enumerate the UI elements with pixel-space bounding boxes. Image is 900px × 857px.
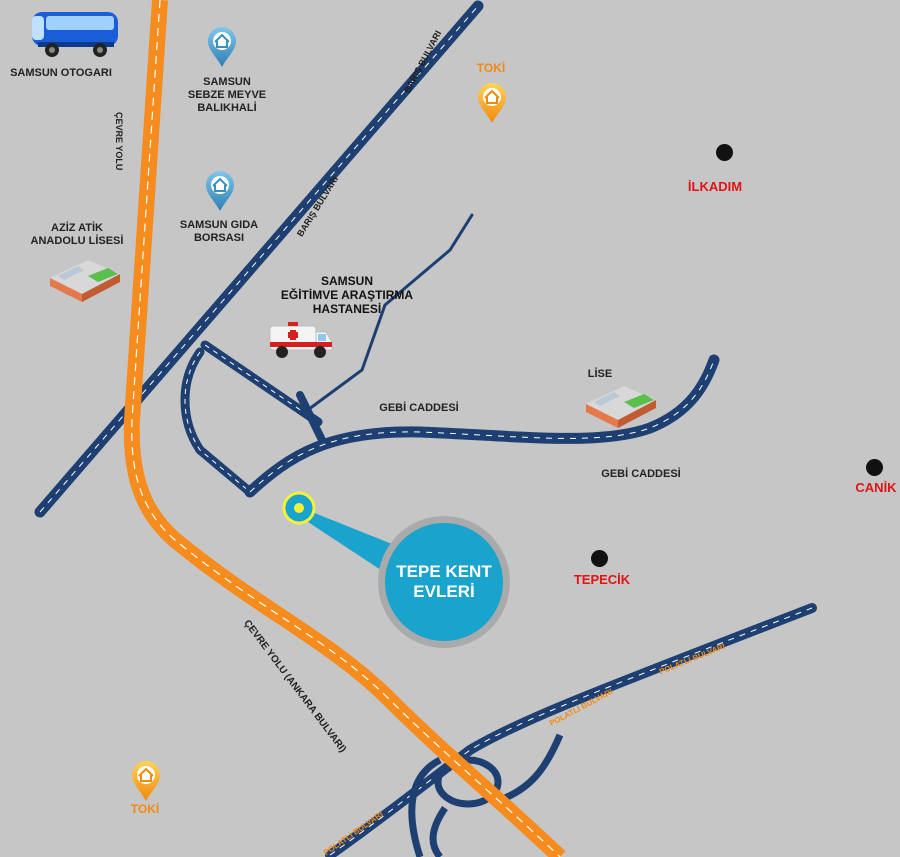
gebi-caddesi-label: GEBİ CADDESİ bbox=[601, 468, 681, 480]
hastane-label: SAMSUN EĞİTİMVE ARAŞTIRMA HASTANESİ bbox=[280, 274, 414, 316]
tepecik-label: TEPECİK bbox=[573, 572, 631, 587]
home-pin-icon[interactable] bbox=[204, 170, 236, 212]
toki-label: TOKİ bbox=[130, 802, 160, 816]
samsun-otogari-label: SAMSUN OTOGARI bbox=[10, 67, 112, 79]
canik-label: CANİK bbox=[855, 480, 897, 495]
baris-bulvari-road bbox=[34, 0, 484, 518]
tepecik-dot bbox=[591, 550, 608, 567]
tepe-kent-label: TEPE KENT EVLERİ bbox=[385, 523, 503, 641]
ramp-road bbox=[180, 340, 326, 497]
home-pin-icon[interactable] bbox=[476, 82, 508, 124]
cevre-yolu-label: ÇEVRE YOLU bbox=[114, 112, 124, 171]
callout-beam bbox=[305, 510, 402, 580]
sebze-meyve-label: SAMSUN SEBZE MEYVE BALIKHALİ bbox=[187, 76, 267, 114]
bus-icon bbox=[32, 12, 118, 57]
lise-label: LİSE bbox=[587, 368, 613, 380]
thin-road bbox=[303, 213, 474, 414]
school-building-icon bbox=[586, 386, 656, 428]
gida-borsasi-label: SAMSUN GIDA BORSASI bbox=[179, 219, 259, 244]
tepe-kent-callout[interactable]: TEPE KENT EVLERİ bbox=[378, 516, 510, 648]
ilkadim-label: İLKADIM bbox=[687, 179, 743, 194]
cevre-yolu-road bbox=[123, 0, 566, 857]
location-marker-icon[interactable] bbox=[282, 491, 316, 525]
ambulance-icon bbox=[269, 322, 333, 358]
toki-label: TOKİ bbox=[476, 61, 506, 75]
polatli-bulvari-road bbox=[325, 603, 817, 857]
home-pin-icon[interactable] bbox=[130, 760, 162, 802]
aziz-atik-label: AZİZ ATİK ANADOLU LİSESİ bbox=[30, 222, 124, 247]
ilkadim-dot bbox=[716, 144, 733, 161]
school-building-icon bbox=[50, 260, 120, 302]
canik-dot bbox=[866, 459, 883, 476]
home-pin-icon[interactable] bbox=[206, 26, 238, 68]
gebi-caddesi-road bbox=[244, 354, 720, 498]
gebi-caddesi-label: GEBİ CADDESİ bbox=[379, 402, 459, 414]
